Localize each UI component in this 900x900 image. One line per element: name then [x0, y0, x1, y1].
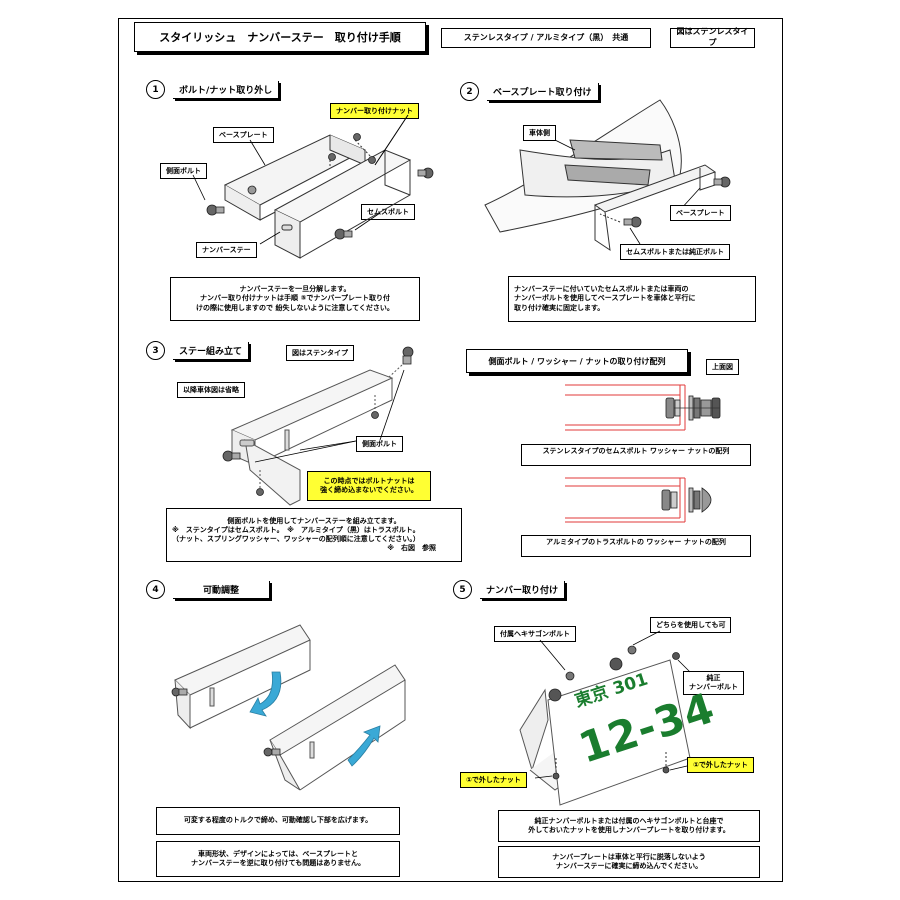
step3-omitted-label: 以降車体図は省略	[177, 382, 245, 398]
step2-base-plate-label: ベースプレート	[670, 205, 731, 221]
step4-note2-line: 車両形状、デザインによっては、ベースプレートと	[198, 849, 358, 858]
step5-note2: ナンバープレートは車体と平行に脱落しないよう ナンバーステーに確実に締め込んでく…	[498, 846, 760, 878]
step3-warning: この時点ではボルトナットは 強く締め込まないでください。	[307, 471, 431, 501]
step1-stay-label: ナンバーステー	[196, 242, 257, 258]
step5-note1-line: 純正ナンバーボルトまたは付属のヘキサゴンボルトと台座で	[534, 816, 724, 825]
step5-genuine-label: 純正 ナンバーボルト	[683, 671, 744, 696]
step4-title: 可動調整	[173, 580, 271, 599]
step2-note-line: ナンバーステーに付いていたセムスボルトまたは車両の	[514, 285, 689, 294]
step4-note2: 車両形状、デザインによっては、ベースプレートと ナンバーステーを逆に取り付けても…	[156, 841, 400, 877]
step5-number: 5	[453, 580, 472, 599]
step5-hex-bolt-label: 付属ヘキサゴンボルト	[494, 626, 576, 642]
step5-note2-line: ナンバーステーに確実に締め込んでください。	[555, 862, 703, 870]
aluminum-caption: アルミタイプのトラスボルトの ワッシャー ナットの配列	[521, 535, 751, 557]
step1-note-line: ナンバー取り付けナットは手順 ⑤でナンバープレート取り付	[200, 294, 390, 303]
step5-either-label: どちらを使用しても可	[650, 617, 732, 633]
step2-number: 2	[460, 82, 479, 101]
step3-note-line: ※ 右図 参照	[387, 544, 436, 553]
step2-title: ベースプレート取り付け	[487, 82, 599, 101]
step5-genuine-line: 純正	[706, 674, 721, 682]
step3-note-line: 側面ボルトを使用してナンバーステーを組み立てます。	[227, 516, 401, 525]
step3-side-bolt-label: 側面ボルト	[356, 436, 403, 452]
page-title: スタイリッシュ ナンバーステー 取り付け手順	[134, 22, 426, 52]
step5-note2-line: ナンバープレートは車体と平行に脱落しないよう	[552, 852, 706, 861]
step3-warning-line: 強く締め込まないでください。	[320, 486, 418, 494]
step5-title: ナンバー取り付け	[480, 580, 566, 599]
step3-warning-line: この時点ではボルトナットは	[323, 476, 415, 485]
step3-number: 3	[146, 341, 165, 360]
step1-side-bolt-label: 側面ボルト	[160, 163, 207, 179]
step3-note: 側面ボルトを使用してナンバーステーを組み立てます。 ※ ステンタイプはセムスボル…	[166, 508, 462, 562]
step2-note-line: ナンバーボルトを使用してベースプレートを車体と平行に	[514, 294, 696, 303]
step5-genuine-line: ナンバーボルト	[689, 683, 738, 692]
step3-note-line: （ナット、スプリングワッシャー、ワッシャーの配列順に注意してください。）	[172, 535, 420, 543]
step4-note1: 可変する程度のトルクで締め、可動確認し下部を広げます。	[156, 807, 400, 835]
compat-note: ステンレスタイプ / アルミタイプ（黒） 共通	[441, 28, 651, 48]
step5-note1-line: 外しておいたナットを使用しナンバープレートを取り付けます。	[528, 826, 730, 834]
step2-note-line: 取り付け確実に固定します。	[514, 303, 605, 312]
step5-header: 5 ナンバー取り付け	[453, 580, 566, 599]
step5-removed-nut-left: ①で外したナット	[460, 772, 527, 788]
step4-number: 4	[146, 580, 165, 599]
step2-note: ナンバーステーに付いていたセムスボルトまたは車両の ナンバーボルトを使用してベー…	[508, 276, 756, 322]
arrangement-title: 側面ボルト / ワッシャー / ナットの取り付け配列	[466, 349, 688, 373]
step3-title: ステー組み立て	[173, 341, 250, 360]
step1-note-line: けの際に使用しますので 紛失しないように注意してください。	[196, 303, 394, 312]
figure-note: 図はステンレスタイプ	[670, 27, 755, 48]
stainless-caption: ステンレスタイプのセムスボルト ワッシャー ナットの配列	[521, 444, 751, 466]
step1-base-plate-label: ベースプレート	[213, 127, 274, 143]
step1-header: 1 ボルト/ナット取り外し	[146, 80, 280, 99]
step3-note-line: ※ ステンタイプはセムスボルト。 ※ アルミタイプ（黒）はトラスボルト。	[172, 525, 420, 534]
step3-figure-note: 図はステンタイプ	[286, 345, 354, 361]
step2-header: 2 ベースプレート取り付け	[460, 82, 599, 101]
step5-removed-nut-right: ①で外したナット	[687, 757, 754, 773]
step1-sems-bolt-label: セムスボルト	[361, 204, 415, 220]
step5-note1: 純正ナンバーボルトまたは付属のヘキサゴンボルトと台座で 外しておいたナットを使用…	[498, 810, 760, 842]
step2-bolt-label: セムスボルトまたは純正ボルト	[620, 244, 730, 260]
step1-note-line: ナンバーステーを一旦分解します。	[239, 285, 351, 294]
step4-header: 4 可動調整	[146, 580, 271, 599]
step1-number: 1	[146, 80, 165, 99]
step4-note2-line: ナンバーステーを逆に取り付けても問題はありません。	[190, 859, 366, 867]
arrangement-view-label: 上面図	[706, 359, 739, 375]
step2-body-side-label: 車体側	[523, 125, 556, 141]
step1-nut-label: ナンバー取り付けナット	[330, 103, 419, 119]
step1-title: ボルト/ナット取り外し	[173, 80, 280, 99]
step1-note: ナンバーステーを一旦分解します。 ナンバー取り付けナットは手順 ⑤でナンバープレ…	[170, 277, 420, 321]
step3-header: 3 ステー組み立て	[146, 341, 250, 360]
